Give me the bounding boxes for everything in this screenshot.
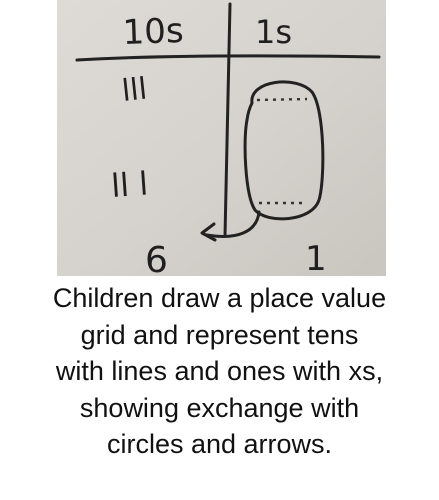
handwritten-place-value-photo: 10s 1s lll ll l 6 1 [57,0,386,276]
caption-line-2: grid and represent tens [80,319,359,350]
caption: Children draw a place value grid and rep… [0,280,439,463]
exchange-arrow-head-icon [200,222,217,242]
paper-background [57,0,386,276]
grid-horizontal-line [75,54,381,62]
place-value-drawing: 10s 1s lll ll l 6 1 [57,0,386,276]
caption-line-5: circles and arrows. [106,429,333,459]
tens-tally-row-1: lll [120,72,149,109]
caption-line-4: showing exchange with [79,392,360,423]
tens-tally-row-2: ll l [110,165,149,205]
tens-header: 10s [122,11,184,53]
caption-line-1: Children draw a place value [52,283,387,313]
exchange-circle [243,80,325,221]
total-ones: 1 [305,239,327,276]
exchange-arrow [205,210,261,238]
ones-header: 1s [255,13,292,51]
total-tens: 6 [145,240,168,276]
caption-line-3: with lines and ones with xs, [55,356,384,386]
ones-dotted-line-top [256,97,308,102]
grid-vertical-line [223,2,232,238]
